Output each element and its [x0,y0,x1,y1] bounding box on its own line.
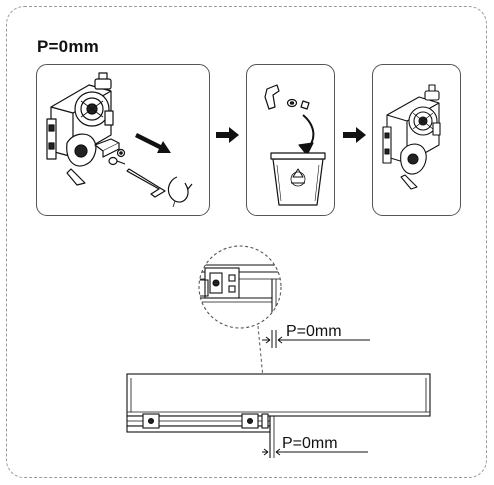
hinge-removal-illustration [46,72,193,208]
discard-parts-illustration [264,84,326,206]
step-1-panel [36,64,210,216]
assembly-dimension-label: P=0mm [282,435,338,452]
page-title: P=0mm [37,37,99,56]
drawer-assembly [126,373,431,458]
instruction-frame [6,6,487,478]
arrow-right-icon [216,125,240,145]
assembly-dimension [262,448,368,456]
step-2-panel [246,64,335,216]
step-3-panel [372,64,461,216]
hinge-result-illustration [382,84,441,190]
detail-dimension-label: P=0mm [286,323,342,340]
arrow-right-icon [343,125,367,145]
detail-dimension [262,330,370,348]
magnified-detail-view [198,245,282,329]
